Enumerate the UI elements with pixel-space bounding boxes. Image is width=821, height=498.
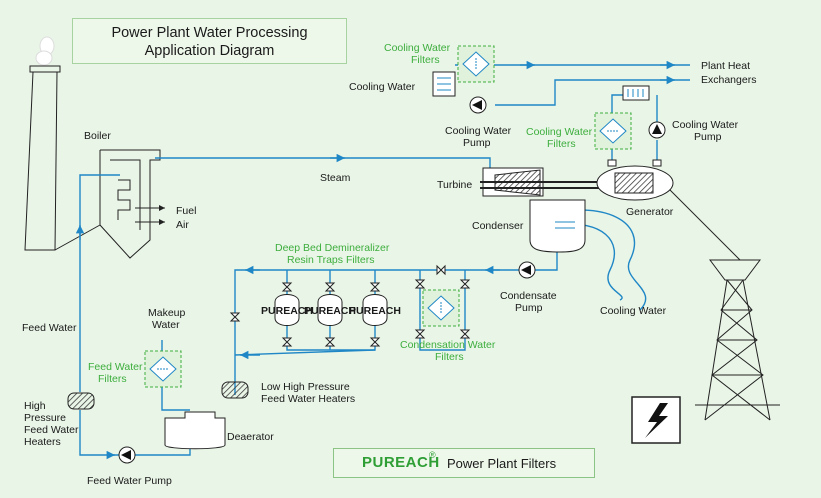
cooling-water-filter-mid: [594, 112, 632, 150]
pipes: [75, 60, 690, 460]
hp-feed-water-heater: [67, 392, 95, 410]
heat-exchanger-top: [432, 71, 650, 101]
cooling-water-label-left: Cooling Water: [349, 81, 416, 93]
feed-water-pump-label: Feed Water Pump: [87, 475, 172, 487]
filter-housings: [144, 45, 632, 388]
generator-label: Generator: [626, 206, 674, 218]
condensate-pump-label-1: Condensate: [500, 290, 557, 302]
transmission-tower: [669, 189, 780, 421]
chimney: [24, 36, 101, 251]
condensation-water-filter: [422, 289, 460, 327]
resin-vessel-3: PUREACH: [349, 294, 401, 326]
lightning-icon: [631, 396, 681, 444]
air-label: Air: [176, 219, 189, 231]
resin-vessels: PUREACH PUREACH PUREACH: [261, 294, 401, 326]
feed-water-label: Feed Water: [22, 322, 77, 334]
title-box: Power Plant Water Processing Application…: [72, 18, 347, 64]
cooling-water-pump-left-label-1: Cooling Water: [445, 125, 512, 137]
title-line-1: Power Plant Water Processing: [111, 25, 308, 41]
steam-label: Steam: [320, 172, 351, 184]
boiler-label: Boiler: [84, 130, 111, 142]
cooling-water-pump-left-label-2: Pump: [463, 137, 491, 149]
brand-registered-mark: ®: [429, 450, 436, 460]
fwf-label-2: Filters: [98, 373, 127, 385]
title-line-2: Application Diagram: [144, 43, 275, 59]
hp-label-2: Pressure: [24, 412, 66, 424]
vessel-label-1: PUREACH: [261, 305, 313, 317]
makeup-water-label-2: Water: [152, 319, 180, 331]
generator: [596, 159, 674, 201]
deaerator-label: Deaerator: [227, 431, 274, 443]
green-labels: Cooling Water Filters Cooling Water Filt…: [88, 42, 593, 385]
plant-heat-label-1: Plant Heat: [701, 60, 750, 72]
demin-label-1: Deep Bed Demineralizer: [275, 242, 390, 254]
heaters: [67, 381, 249, 410]
lhp-label-2: Feed Water Heaters: [261, 393, 355, 405]
cooling-water-pump-left-icon: [469, 96, 487, 114]
hp-label-4: Heaters: [24, 436, 61, 448]
resin-vessel-2: PUREACH: [304, 294, 356, 326]
labels: Boiler Fuel Air Steam Turbine Generator …: [22, 60, 756, 487]
condensate-pump-icon: [518, 261, 536, 279]
brand-subtitle: Power Plant Filters: [447, 456, 557, 471]
vessel-label-3: PUREACH: [349, 305, 401, 317]
fwf-label-1: Feed Water: [88, 361, 143, 373]
lhp-label-1: Low High Pressure: [261, 381, 350, 393]
cond-filters-label-1: Condensation Water: [400, 339, 496, 351]
brand-box: PUREACH ® Power Plant Filters: [333, 448, 595, 478]
vessel-label-2: PUREACH: [304, 305, 356, 317]
plant-heat-label-2: Exchangers: [701, 74, 756, 86]
hp-label-1: High: [24, 400, 46, 412]
valves: [229, 264, 471, 347]
feed-water-pump-icon: [118, 446, 136, 464]
lhp-feed-water-heater: [221, 381, 249, 399]
pump-icons: [118, 96, 666, 464]
cooling-water-filter-top: [457, 45, 495, 83]
cond-filters-label-2: Filters: [435, 351, 464, 363]
boiler: [99, 149, 165, 259]
turbine: [480, 167, 610, 197]
condenser-label: Condenser: [472, 220, 524, 232]
cooling-water-bottom-label: Cooling Water: [600, 305, 667, 317]
cwf-top-label-2: Filters: [411, 54, 440, 66]
cooling-water-pump-right-label-2: Pump: [694, 131, 722, 143]
condensate-pump-label-2: Pump: [515, 302, 543, 314]
resin-vessel-1: PUREACH: [261, 294, 313, 326]
makeup-water-label-1: Makeup: [148, 307, 186, 319]
cooling-water-pump-right-label-1: Cooling Water: [672, 119, 739, 131]
cwf-mid-label-2: Filters: [547, 138, 576, 150]
turbine-label: Turbine: [437, 179, 472, 191]
fuel-label: Fuel: [176, 205, 196, 217]
cwf-top-label-1: Cooling Water: [384, 42, 451, 54]
cooling-water-pump-right-icon: [648, 121, 666, 139]
demin-label-2: Resin Traps Filters: [287, 254, 375, 266]
cwf-mid-label-1: Cooling Water: [526, 126, 593, 138]
condenser: [529, 199, 586, 253]
deaerator: [164, 411, 226, 450]
brand-name: PUREACH: [362, 454, 440, 471]
hp-label-3: Feed Water: [24, 424, 79, 436]
feed-water-filter: [144, 350, 182, 388]
